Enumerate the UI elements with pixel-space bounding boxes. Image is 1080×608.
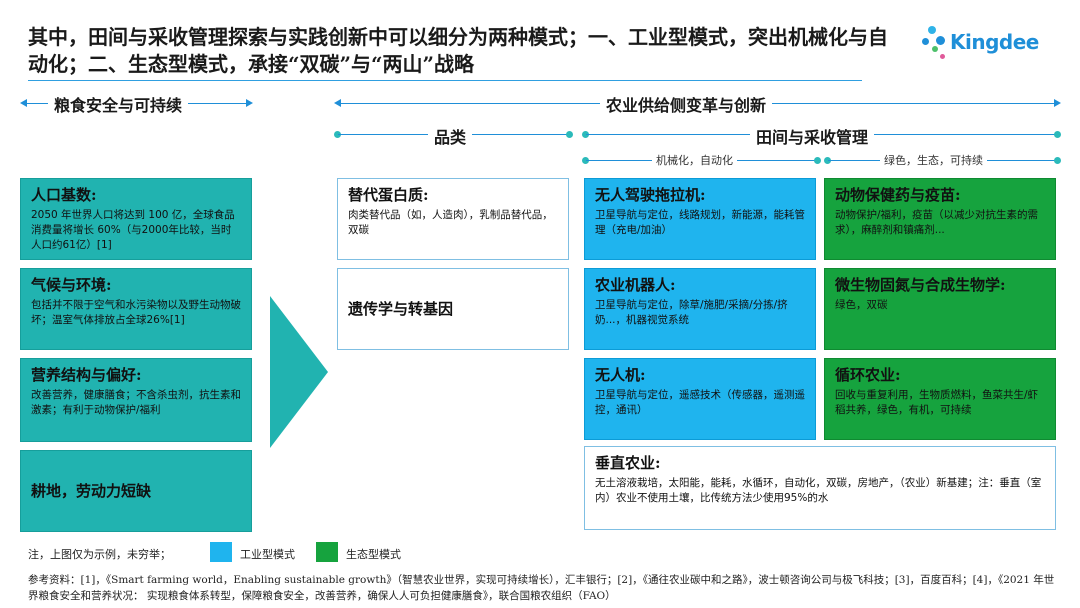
vertical-body: 无土溶液栽培，太阳能，能耗，水循环，自动化，双碳，房地产，（农业）新基建；注：垂… [595,477,1042,504]
category-title: 遗传学与转基因 [348,300,454,318]
mech-node-left [582,157,589,164]
eco-title: 循环农业: [835,366,901,384]
driver-box-climate: 气候与环境: 包括并不限于空气和水污染物以及野生动物破坏；温室气体排放占全球26… [20,268,252,350]
subheader-ecological: 绿色，生态，可持续 [880,152,987,168]
logo-dot [922,38,929,45]
arrow-right-head [246,99,253,107]
industrial-body: 卫星导航与定位，线路规划，新能源，能耗管理（充电/加油） [595,209,805,236]
legend-swatch-eco [316,542,338,562]
references: 参考资料：[1]，《Smart farming world，Enabling s… [28,574,1055,602]
eco-node-right [1054,157,1061,164]
eco-node-left [824,157,831,164]
arrow-left-head [334,99,341,107]
legend-label-industrial: 工业型模式 [240,548,295,561]
header-category: 品类 [428,124,473,148]
header-field-management: 田间与采收管理 [750,124,875,148]
industrial-body: 卫星导航与定位，除草/施肥/采摘/分拣/挤奶...，机器视觉系统 [595,299,788,326]
eco-title: 动物保健药与疫苗: [835,186,961,204]
category-node-left [334,131,341,138]
driver-title: 气候与环境: [31,276,112,294]
vertical-farming-box: 垂直农业: 无土溶液栽培，太阳能，能耗，水循环，自动化，双碳，房地产，（农业）新… [584,446,1056,530]
arrow-left-head [20,99,27,107]
driver-box-land-labor: 耕地，劳动力短缺 [20,450,252,532]
eco-body: 回收与重复利用，生物质燃料，鱼菜共生/虾稻共养，绿色，有机，可持续 [835,389,1039,416]
logo-dot [936,36,945,45]
eco-title: 微生物固氮与合成生物学: [835,276,1006,294]
category-box-genetics: 遗传学与转基因 [337,268,569,350]
eco-box-animal-health: 动物保健药与疫苗: 动物保护/福利，疫苗（以减少对抗生素的需求），麻醉剂和镇痛剂… [824,178,1056,260]
category-body: 肉类替代品（如，人造肉），乳制品替代品，双碳 [348,209,553,236]
arrow-right-head [1054,99,1061,107]
logo-dot [928,26,936,34]
subheader-mechanization: 机械化，自动化 [652,152,737,168]
driver-body: 2050 年世界人口将达到 100 亿，全球食品消费量将增长 60%（与2000… [31,209,235,251]
driver-box-nutrition: 营养结构与偏好: 改善营养，健康膳食；不含杀虫剂，抗生素和激素；有利于动物保护/… [20,358,252,442]
eco-box-circular: 循环农业: 回收与重复利用，生物质燃料，鱼菜共生/虾稻共养，绿色，有机，可持续 [824,358,1056,440]
eco-body: 动物保护/福利，疫苗（以减少对抗生素的需求），麻醉剂和镇痛剂... [835,209,1039,236]
category-node-right [566,131,573,138]
category-title: 替代蛋白质: [348,186,429,204]
vertical-title: 垂直农业: [595,454,661,472]
driver-title: 人口基数: [31,186,97,204]
logo-dot [932,46,938,52]
transition-arrow [270,296,328,448]
legend-swatch-industrial [210,542,232,562]
legend-label-eco: 生态型模式 [346,548,401,561]
industrial-box-robot: 农业机器人: 卫星导航与定位，除草/施肥/采摘/分拣/挤奶...，机器视觉系统 [584,268,816,350]
logo-dot [940,54,945,59]
mech-node-right [814,157,821,164]
eco-box-nitrogen: 微生物固氮与合成生物学: 绿色，双碳 [824,268,1056,350]
kingdee-logo: Kingdee [920,22,1050,68]
industrial-title: 农业机器人: [595,276,676,294]
industrial-box-tractor: 无人驾驶拖拉机: 卫星导航与定位，线路规划，新能源，能耗管理（充电/加油） [584,178,816,260]
driver-title: 耕地，劳动力短缺 [31,482,152,500]
industrial-title: 无人驾驶拖拉机: [595,186,706,204]
title-divider [28,80,862,81]
industrial-body: 卫星导航与定位，遥感技术（传感器，遥测遥控，通讯） [595,389,805,416]
header-food-security: 粮食安全与可持续 [48,92,189,116]
footnote: 注，上图仅为示例，未穷举； [28,548,171,561]
category-box-alt-protein: 替代蛋白质: 肉类替代品（如，人造肉），乳制品替代品，双碳 [337,178,569,260]
eco-body: 绿色，双碳 [835,299,888,311]
slide-title: 其中，田间与采收管理探索与实践创新中可以细分为两种模式；一、工业型模式，突出机械… [28,25,888,76]
driver-box-population: 人口基数: 2050 年世界人口将达到 100 亿，全球食品消费量将增长 60%… [20,178,252,260]
field-node-left [582,131,589,138]
industrial-title: 无人机: [595,366,646,384]
driver-title: 营养结构与偏好: [31,366,142,384]
industrial-box-drone: 无人机: 卫星导航与定位，遥感技术（传感器，遥测遥控，通讯） [584,358,816,440]
field-node-right [1054,131,1061,138]
logo-text: Kingdee [950,30,1039,54]
driver-body: 改善营养，健康膳食；不含杀虫剂，抗生素和激素；有利于动物保护/福利 [31,389,241,416]
header-supply-reform: 农业供给侧变革与创新 [600,92,773,116]
driver-body: 包括并不限于空气和水污染物以及野生动物破坏；温室气体排放占全球26%[1] [31,299,241,326]
